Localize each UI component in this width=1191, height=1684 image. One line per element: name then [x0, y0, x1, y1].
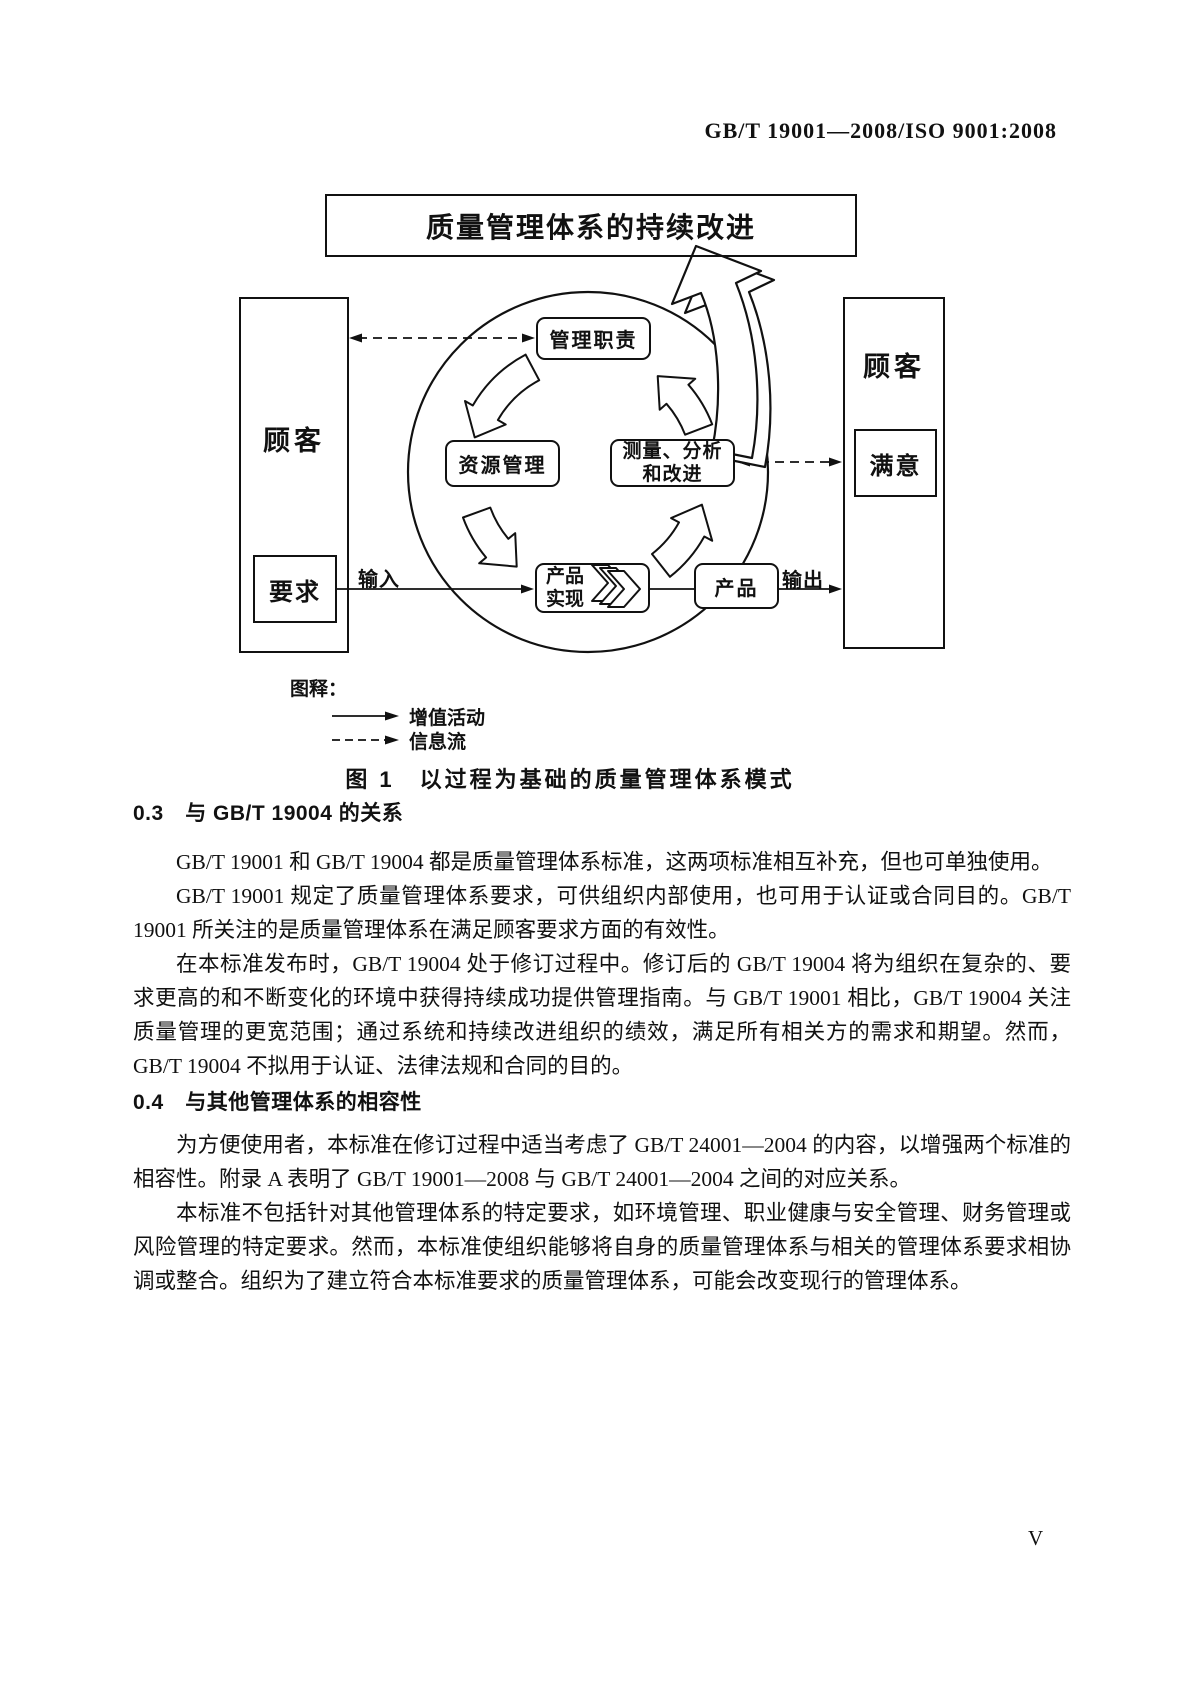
continual-improvement-title-box: 质量管理体系的持续改进 [325, 194, 857, 257]
management-responsibility-box: 管理职责 [536, 317, 651, 360]
customer-left-box: 顾客 [239, 297, 349, 653]
legend-dashed-arrow [332, 735, 399, 745]
input-label: 输入 [358, 569, 400, 591]
measurement-line2: 和改进 [642, 464, 703, 485]
info-flow-arrow-left [349, 333, 535, 343]
legend-solid-label: 增值活动 [409, 708, 486, 729]
product-label: 产品 [714, 577, 759, 600]
page-number: V [1028, 1526, 1044, 1550]
legend-solid-arrow [332, 711, 399, 721]
resource-management-box: 资源管理 [445, 440, 560, 487]
customer-left-label: 顾客 [263, 426, 325, 456]
cycle-arrow-top-left [464, 353, 541, 439]
process-cycle-ellipse [406, 290, 770, 654]
measurement-analysis-box: 测量、分析 和改进 [610, 439, 735, 487]
cycle-arrow-top-right [656, 375, 714, 436]
requirements-box: 要求 [253, 555, 337, 623]
section-heading-0-4: 0.4 与其他管理体系的相容性 [133, 1091, 422, 1114]
input-arrow [337, 584, 534, 594]
legend-dashed-label: 信息流 [409, 732, 467, 753]
section-heading-0-3: 0.3 与 GB/T 19004 的关系 [133, 802, 404, 825]
paragraph: 在本标准发布时，GB/T 19004 处于修订过程中。修订后的 GB/T 190… [133, 952, 1071, 1078]
paragraph: 为方便使用者，本标准在修订过程中适当考虑了 GB/T 24001—2004 的内… [133, 1133, 1071, 1191]
figure-caption: 图 1 以过程为基础的质量管理体系模式 [345, 767, 795, 792]
process-chevron-icon [591, 565, 642, 608]
cycle-arrow-bottom-right [651, 503, 714, 578]
product-box: 产品 [694, 563, 779, 609]
cycle-arrows-group [462, 353, 714, 578]
standard-number-header: GB/T 19001—2008/ISO 9001:2008 [704, 118, 1057, 143]
measurement-line1: 测量、分析 [622, 441, 723, 462]
management-responsibility-label: 管理职责 [549, 330, 638, 352]
requirements-label: 要求 [269, 579, 321, 606]
output-arrow [779, 584, 842, 594]
legend-title: 图释： [290, 679, 348, 700]
satisfaction-box: 满意 [854, 429, 937, 497]
customer-right-label: 顾客 [863, 352, 925, 382]
cycle-arrow-bottom-left [462, 506, 518, 568]
customer-right-box: 顾客 [843, 297, 945, 649]
continual-improvement-label: 质量管理体系的持续改进 [425, 212, 756, 244]
satisfaction-label: 满意 [869, 453, 922, 480]
product-realization-label: 产品 实现 [546, 566, 585, 610]
output-label: 输出 [782, 570, 824, 592]
paragraph: 本标准不包括针对其他管理体系的特定要求，如环境管理、职业健康与安全管理、财务管理… [133, 1201, 1071, 1293]
paragraph: GB/T 19001 和 GB/T 19004 都是质量管理体系标准，这两项标准… [176, 850, 1053, 874]
continual-improvement-arrow [670, 244, 776, 469]
paragraph: GB/T 19001 规定了质量管理体系要求，可供组织内部使用，也可用于认证或合… [133, 884, 1071, 942]
product-realization-box: 产品 实现 [535, 563, 650, 613]
resource-management-label: 资源管理 [458, 455, 547, 477]
figure-1-graphics [332, 244, 842, 745]
